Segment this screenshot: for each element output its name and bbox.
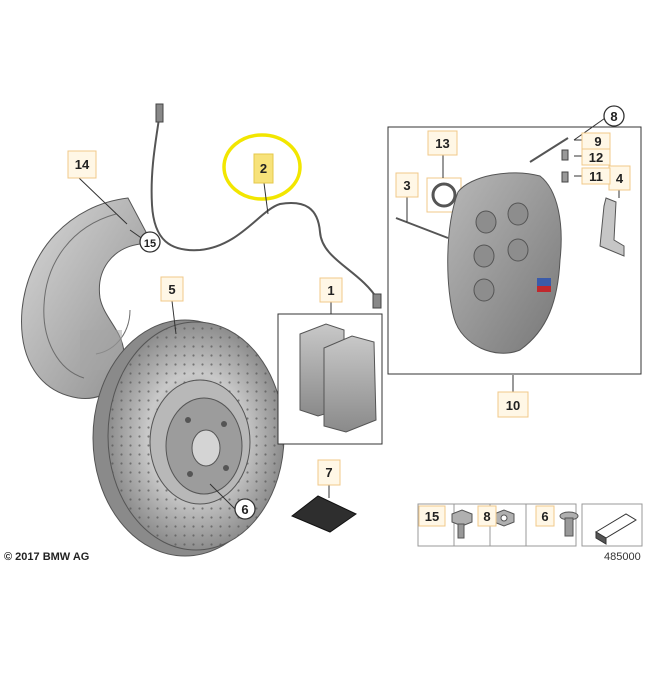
svg-text:6: 6 (541, 509, 548, 524)
svg-text:15: 15 (425, 509, 439, 524)
callout-circle-6: 6 (234, 498, 256, 520)
fastener-table (417, 503, 643, 547)
brake-pads-part (277, 313, 383, 445)
callout-circle-8: 8 (603, 105, 625, 127)
highlight-ring (222, 133, 302, 201)
callout-10: 10 (497, 391, 529, 418)
svg-text:12: 12 (589, 150, 603, 165)
svg-text:15: 15 (144, 238, 156, 250)
wear-sensor-part (150, 103, 382, 309)
callout-11: 11 (581, 167, 611, 185)
svg-text:13: 13 (435, 136, 449, 151)
copyright-text: © 2017 BMW AG (4, 551, 89, 563)
leader-lines (78, 115, 620, 511)
callout-12: 12 (581, 148, 611, 166)
svg-text:7: 7 (325, 465, 332, 480)
table-label-6: 6 (535, 505, 555, 527)
svg-text:4: 4 (616, 171, 624, 186)
callout-14: 14 (67, 150, 97, 179)
callout-13: 13 (427, 130, 458, 156)
svg-text:9: 9 (594, 134, 601, 149)
doc-number: 485000 (604, 551, 641, 563)
svg-text:3: 3 (403, 178, 410, 193)
table-label-15: 15 (418, 505, 446, 527)
table-label-8: 8 (477, 505, 497, 527)
svg-text:6: 6 (241, 502, 248, 517)
svg-text:8: 8 (610, 109, 617, 124)
callout-4: 4 (608, 165, 631, 191)
svg-text:2: 2 (260, 161, 267, 176)
shim-part (291, 495, 357, 533)
callout-circle-15: 15 (139, 231, 161, 253)
callout-7: 7 (317, 459, 341, 486)
brake-disc-part (92, 319, 285, 557)
svg-text:10: 10 (506, 398, 520, 413)
callout-3: 3 (395, 172, 419, 198)
callout-1: 1 (319, 277, 343, 303)
svg-text:14: 14 (75, 157, 90, 172)
svg-text:11: 11 (589, 169, 603, 184)
svg-text:8: 8 (483, 509, 490, 524)
callout-5: 5 (160, 276, 184, 302)
callout-2: 2 (253, 153, 274, 184)
callout-9: 9 (581, 132, 611, 150)
svg-text:5: 5 (168, 282, 175, 297)
svg-text:1: 1 (327, 283, 334, 298)
